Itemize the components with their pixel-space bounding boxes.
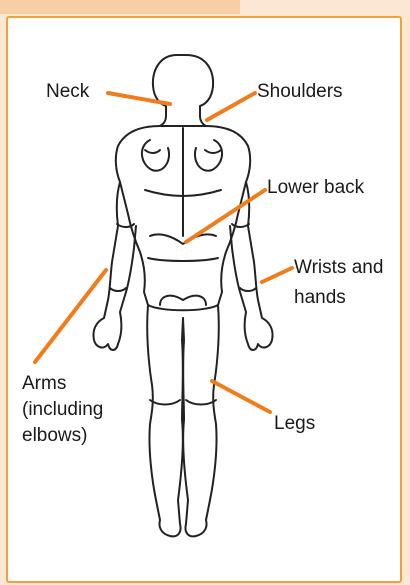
label-neck: Neck [46, 80, 89, 104]
leader-wrists [262, 268, 292, 282]
leader-arms [35, 270, 106, 362]
left-arm-outline [93, 182, 136, 350]
left-leg-outline [147, 305, 183, 536]
label-shoulders: Shoulders [257, 80, 343, 104]
right-leg-outline [183, 305, 219, 536]
leader-shoulders [207, 93, 255, 120]
leader-legs [212, 381, 270, 412]
leader-neck [108, 93, 170, 104]
head-outline [153, 55, 213, 126]
leader-lower-back [186, 190, 265, 242]
label-wrists-line2: hands [294, 286, 346, 310]
label-arms-line1: Arms [22, 372, 66, 396]
label-wrists-line1: Wrists and [294, 256, 383, 280]
label-arms-line3: elbows) [22, 424, 87, 448]
label-arms-line2: (including [22, 398, 103, 422]
label-lower-back: Lower back [267, 176, 364, 200]
label-legs: Legs [274, 412, 315, 436]
